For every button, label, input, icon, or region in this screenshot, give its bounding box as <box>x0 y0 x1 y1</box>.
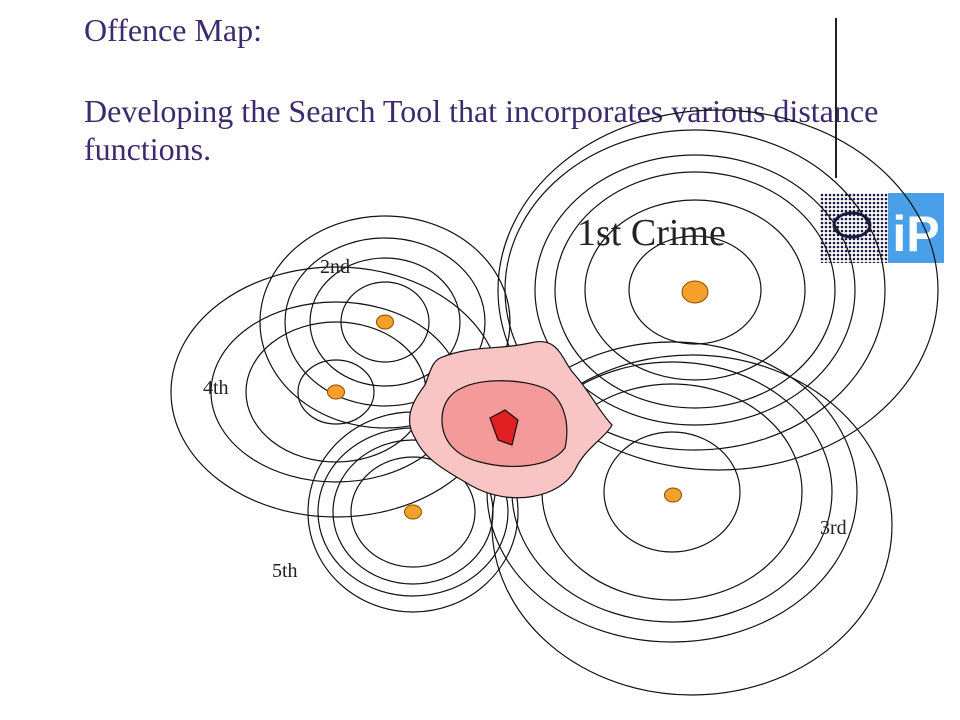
crime-5-label: 5th <box>272 560 298 582</box>
crime-1-label: 1st Crime <box>577 212 726 254</box>
crime-2-rings <box>259 215 511 429</box>
crime-3-marker <box>664 487 682 503</box>
slide-title: Offence Map: <box>84 12 262 48</box>
crime-4-marker <box>327 384 345 400</box>
logo-halftone-face <box>820 193 888 263</box>
crime-4-label: 4th <box>203 377 229 399</box>
inner-search-zone <box>489 409 519 446</box>
crime-5-marker <box>404 504 422 520</box>
organisation-logo: iP <box>820 193 944 263</box>
crime-3-label: 3rd <box>820 517 847 539</box>
crime-2-marker <box>376 314 394 330</box>
logo-text: iP <box>892 206 939 262</box>
logo-blue-panel <box>888 193 944 263</box>
crime-2-label: 2nd <box>320 256 350 278</box>
crime-1-rings <box>497 109 939 471</box>
crime-1-marker <box>681 280 709 304</box>
divider-line <box>835 18 837 178</box>
